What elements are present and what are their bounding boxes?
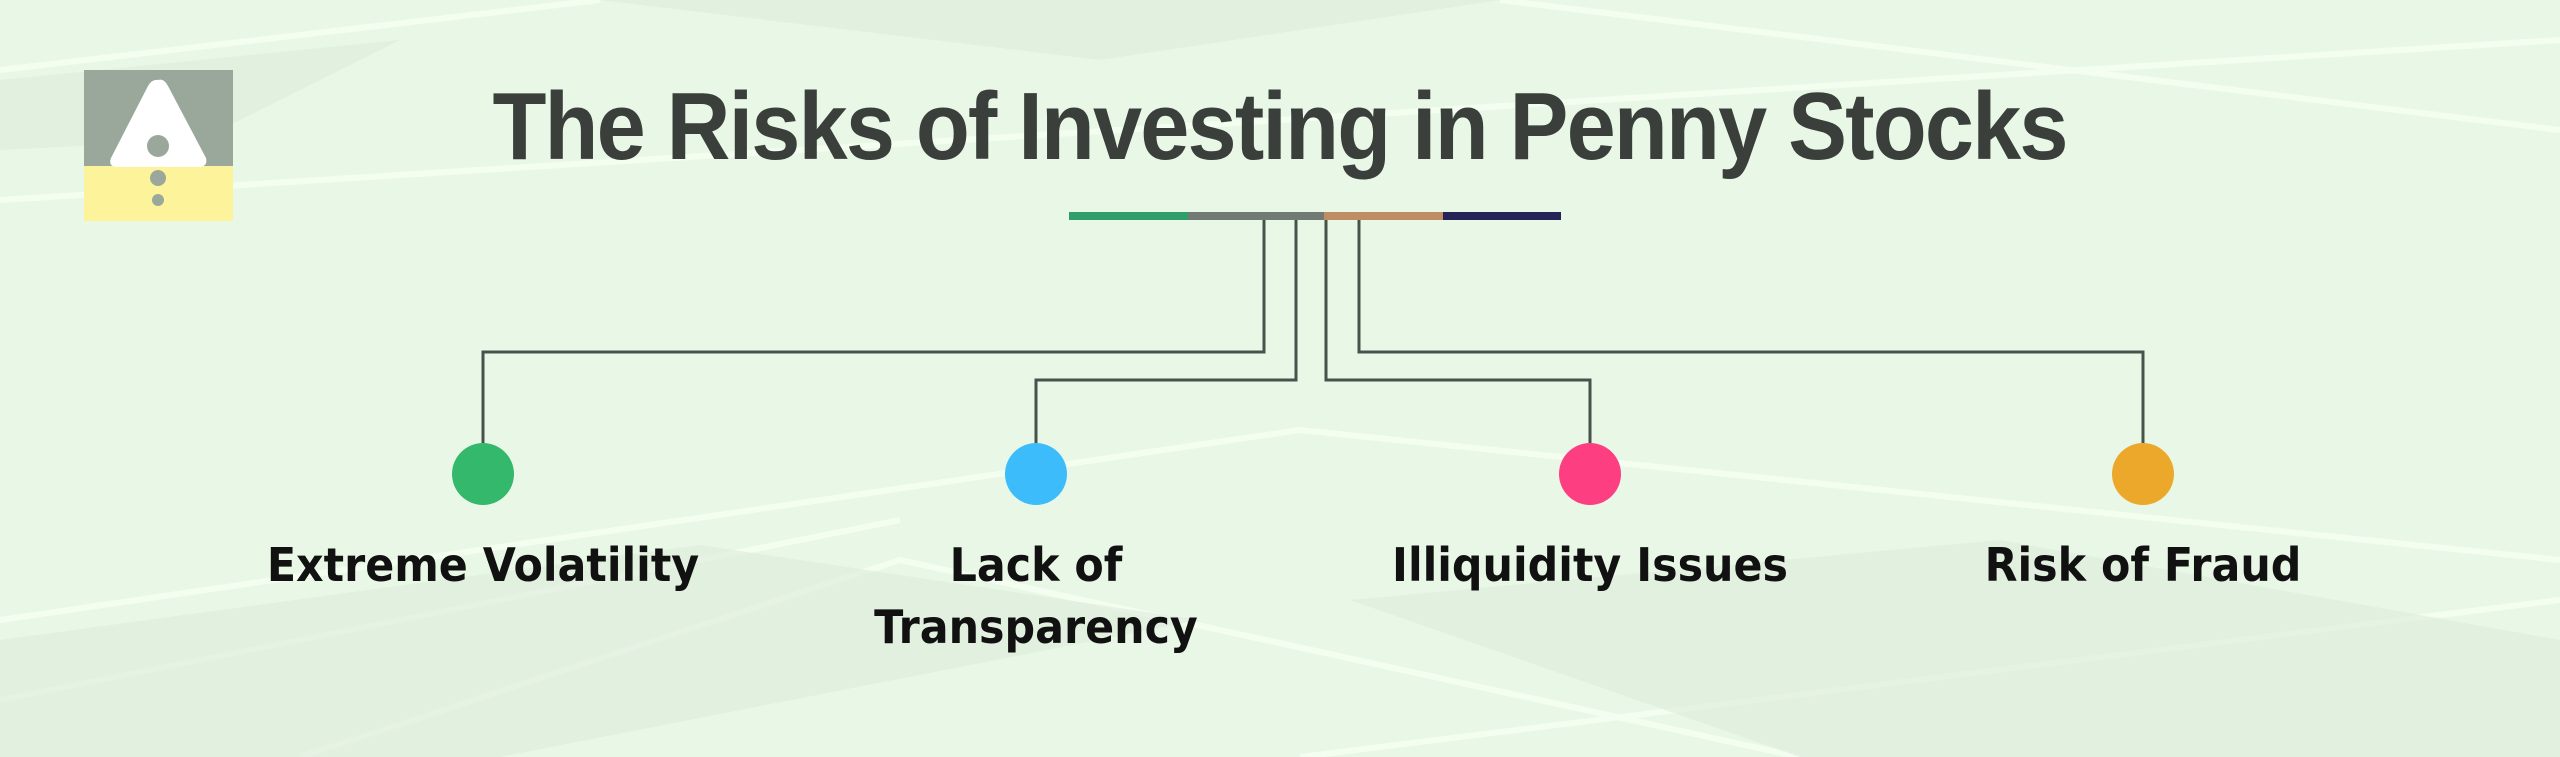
node-label-volatility: Extreme Volatility	[241, 534, 725, 596]
warning-triangle-icon	[110, 79, 207, 206]
node-dot-fraud	[2112, 443, 2174, 505]
node-dot-illiquidity	[1559, 443, 1621, 505]
page-title: The Risks of Investing in Penny Stocks	[0, 72, 2560, 182]
title-text: The Risks of Investing in Penny Stocks	[492, 73, 2069, 180]
color-bar	[1069, 212, 1561, 220]
node-dot-volatility	[452, 443, 514, 505]
label-line: Risk of Fraud	[1984, 538, 2302, 592]
connector-4	[1357, 220, 2145, 443]
label-line: Illiquidity Issues	[1392, 538, 1788, 592]
label-line: Transparency	[874, 600, 1198, 654]
node-label-illiquidity: Illiquidity Issues	[1348, 534, 1832, 596]
connector-2	[1034, 220, 1298, 443]
connector-3	[1324, 220, 1592, 443]
connector-lines	[481, 220, 2145, 443]
connector-1	[481, 220, 1266, 443]
label-line: Extreme Volatility	[266, 538, 700, 592]
warning-logo	[84, 70, 233, 221]
node-dot-transparency	[1005, 443, 1067, 505]
label-line: Lack of	[949, 538, 1123, 592]
node-label-fraud: Risk of Fraud	[1901, 534, 2385, 596]
node-label-transparency: Lack of Transparency	[794, 534, 1278, 658]
